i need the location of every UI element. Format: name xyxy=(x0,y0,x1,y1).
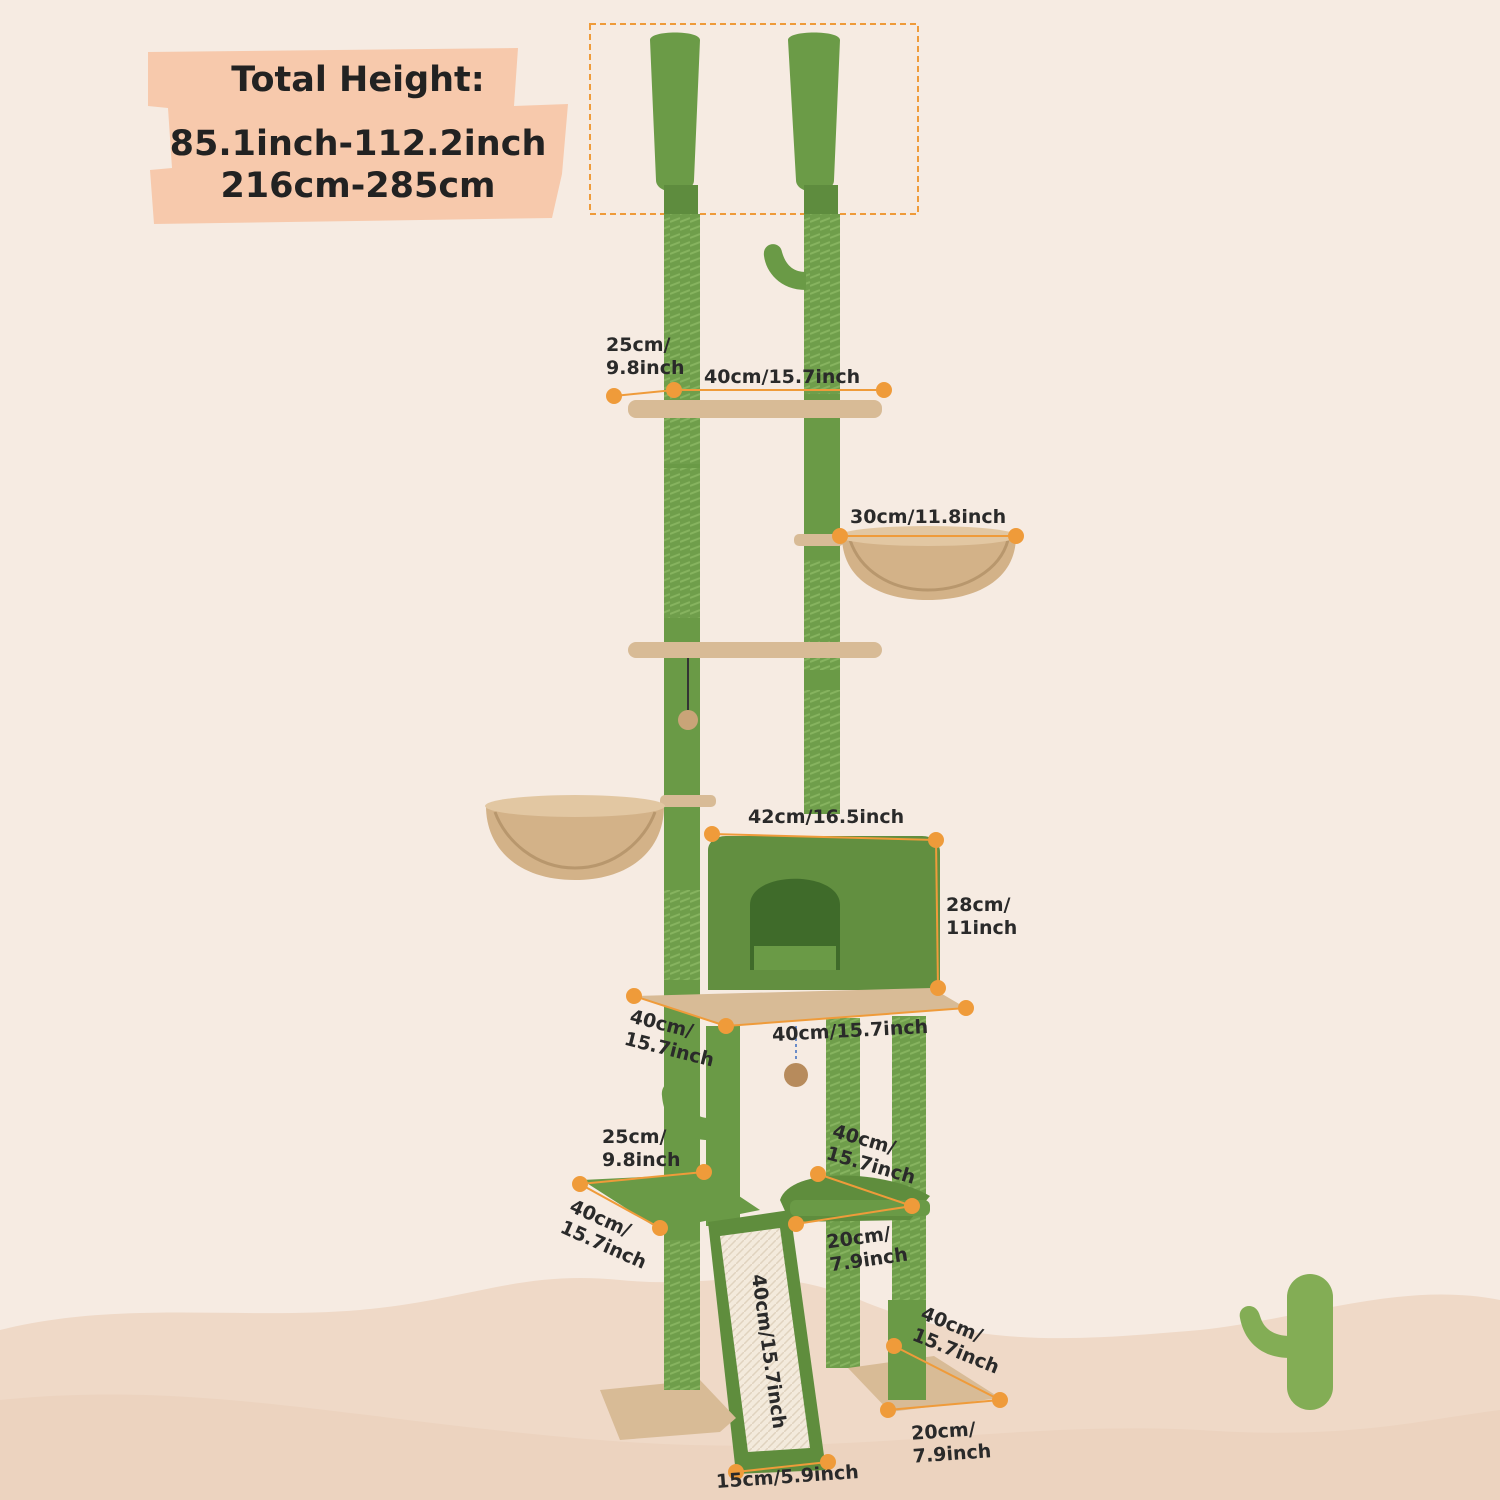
ramp xyxy=(708,1210,826,1474)
height-cm-range: 216cm-285cm xyxy=(220,166,496,206)
main-platform xyxy=(634,988,966,1026)
height-banner: Total Height: 85.1inch-112.2inch 216cm-2… xyxy=(148,48,568,228)
basket-upper-right xyxy=(794,526,1018,600)
middle-platform xyxy=(628,642,882,658)
dim-top-width: 40cm/15.7inch xyxy=(704,366,861,388)
measure-lines xyxy=(572,382,1024,1480)
base-left xyxy=(600,1380,736,1440)
dim-base-width: 20cm/7.9inch xyxy=(910,1418,992,1468)
toy-ball-upper xyxy=(678,710,698,730)
basket-lower-left xyxy=(485,795,716,880)
post-right xyxy=(804,214,840,814)
step-platform xyxy=(582,1174,760,1230)
total-height-label: Total Height: xyxy=(231,60,485,100)
cactus-icon xyxy=(1239,1274,1333,1410)
cactus-arm-lower xyxy=(661,1081,708,1140)
condo xyxy=(708,836,940,990)
toy-ball-lower xyxy=(784,1063,808,1087)
cactus-arm-upper xyxy=(763,244,806,290)
top-platform xyxy=(628,400,882,418)
dim-basket-width: 30cm/11.8inch xyxy=(850,506,1007,528)
dim-step-depth: 25cm/9.8inch xyxy=(602,1126,681,1171)
ceiling-tube-right xyxy=(788,32,840,215)
top-extension-box xyxy=(589,23,919,215)
banner-background xyxy=(148,48,568,224)
ceiling-tube-left xyxy=(650,32,700,215)
dim-condo-height: 28cm/11inch xyxy=(946,894,1018,939)
dim-top-depth: 25cm/9.8inch xyxy=(606,334,685,379)
height-inch-range: 85.1inch-112.2inch xyxy=(169,124,547,164)
hammock xyxy=(780,1175,930,1222)
dim-condo-width: 42cm/16.5inch xyxy=(748,806,905,828)
